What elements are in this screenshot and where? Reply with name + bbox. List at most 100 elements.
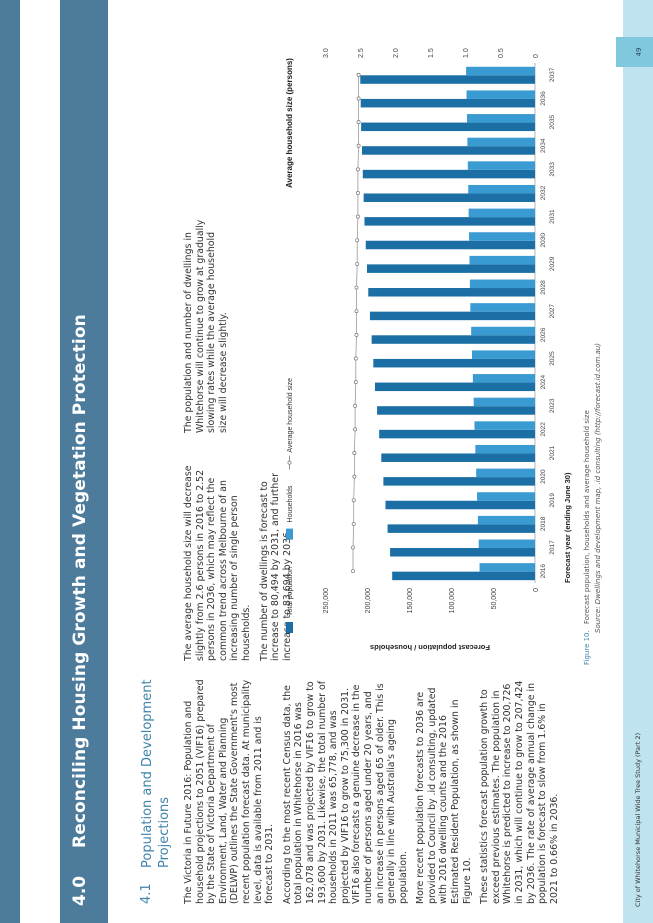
- x-tick-label: 2035: [549, 114, 556, 129]
- bar-population: [383, 477, 535, 486]
- y2-tick-label: 0.5: [498, 48, 505, 58]
- line-point: [355, 261, 360, 266]
- line-point: [355, 238, 360, 243]
- y-tick-label: 50,000: [491, 588, 498, 610]
- y-tick-label: 250,000: [323, 588, 330, 613]
- bar-population: [360, 75, 535, 84]
- y2-tick-label: 1.5: [428, 48, 435, 58]
- bar-population: [387, 524, 535, 533]
- bar-households: [475, 444, 535, 454]
- y-axis-title: Forecast population / households: [370, 643, 490, 652]
- bar-households: [466, 66, 535, 76]
- legend-label: Average household size: [287, 378, 294, 453]
- column-3: The population and number of dwellings i…: [183, 217, 235, 433]
- y2-tick-label: 1.0: [463, 48, 470, 58]
- bar-households: [479, 563, 535, 572]
- bar-households: [469, 255, 535, 265]
- legend-swatch: [286, 528, 293, 540]
- bar-population: [362, 169, 535, 179]
- line-point: [351, 498, 356, 503]
- bar-households: [468, 184, 535, 194]
- page-number: 49: [635, 47, 643, 57]
- line-point: [356, 96, 361, 101]
- line-point: [351, 521, 356, 526]
- bar-population: [367, 264, 535, 273]
- bar-households: [472, 374, 535, 383]
- column-1: The Victoria in Future 2016: Population …: [183, 678, 566, 904]
- bar-households: [466, 114, 536, 123]
- line-point: [354, 309, 359, 314]
- x-tick-label: 2030: [540, 233, 547, 248]
- bar-households: [478, 539, 535, 549]
- legend-swatch: [286, 622, 293, 633]
- bar-population: [364, 217, 536, 226]
- y2-axis-title: Average household size (persons): [285, 58, 294, 188]
- x-tick-label: 2017: [549, 540, 556, 555]
- bar-population: [385, 500, 536, 510]
- line-point: [354, 332, 359, 337]
- x-tick-label: 2019: [549, 493, 556, 508]
- x-tick-label: 2022: [540, 422, 547, 437]
- y-tick-label: 100,000: [449, 588, 456, 613]
- x-tick-label: 2032: [540, 185, 547, 200]
- x-tick-label: 2037: [549, 67, 556, 82]
- figure-label: Figure 10.: [583, 630, 591, 665]
- figure-source: Source: Dwellings and development map, .…: [594, 343, 602, 633]
- bar-households: [476, 468, 535, 478]
- y2-tick-label: 3.0: [323, 48, 330, 58]
- y-tick-label: 200,000: [365, 588, 372, 613]
- legend-marker: [287, 460, 292, 465]
- bar-population: [377, 406, 535, 415]
- line-point: [356, 120, 361, 125]
- x-tick-label: 2027: [549, 304, 556, 319]
- legend-label: Total population: [287, 567, 294, 616]
- line-point: [353, 356, 358, 361]
- x-tick-label: 2029: [549, 256, 556, 271]
- x-tick-label: 2023: [549, 398, 556, 413]
- y2-tick-label: 2.5: [358, 48, 365, 58]
- paragraph: According to the most recent Census data…: [281, 680, 409, 904]
- bar-households: [477, 515, 536, 525]
- line-point: [353, 427, 358, 432]
- bar-population: [361, 146, 535, 155]
- x-tick-label: 2018: [540, 516, 547, 531]
- bar-population: [368, 288, 536, 297]
- line-point: [353, 403, 358, 408]
- forecast-chart: 050,000100,000150,000200,000250,00000.51…: [285, 48, 572, 652]
- subsection-number: 4.1: [139, 883, 154, 904]
- line-point: [356, 72, 361, 77]
- figure-caption-text: Forecast population, households and aver…: [583, 410, 591, 625]
- bar-households: [467, 161, 535, 170]
- paragraph: The population and number of dwellings i…: [183, 219, 229, 433]
- bar-households: [474, 421, 536, 430]
- x-tick-label: 2033: [549, 162, 556, 177]
- bar-households: [466, 90, 535, 99]
- bar-households: [470, 303, 536, 312]
- y2-tick-label: 2.0: [393, 48, 400, 58]
- line-avg-household-size: [352, 74, 359, 572]
- bar-households: [467, 137, 536, 147]
- paragraph: These statistics forecast population gro…: [479, 680, 560, 904]
- line-point: [351, 545, 355, 550]
- line-point: [355, 191, 360, 195]
- x-tick-label: 2025: [549, 351, 556, 366]
- line-point: [353, 380, 358, 385]
- line-point: [356, 143, 361, 148]
- line-point: [355, 167, 360, 172]
- bar-households: [471, 326, 536, 336]
- bar-households: [469, 279, 535, 289]
- x-tick-label: 2034: [540, 138, 547, 153]
- top-band: [0, 0, 20, 923]
- x-tick-label: 2031: [549, 209, 556, 224]
- bar-population: [369, 311, 535, 321]
- x-axis-title: Forecast year (ending June 30): [563, 472, 572, 583]
- bar-population: [361, 122, 536, 132]
- footer-text: City of Whitehorse Municipal Wide Tree S…: [634, 732, 642, 907]
- bar-population: [392, 571, 535, 581]
- bar-households: [468, 208, 535, 218]
- bar-households: [473, 397, 535, 407]
- page-number-tab: 49: [616, 37, 653, 67]
- x-tick-label: 2024: [540, 374, 547, 389]
- bar-population: [360, 98, 535, 108]
